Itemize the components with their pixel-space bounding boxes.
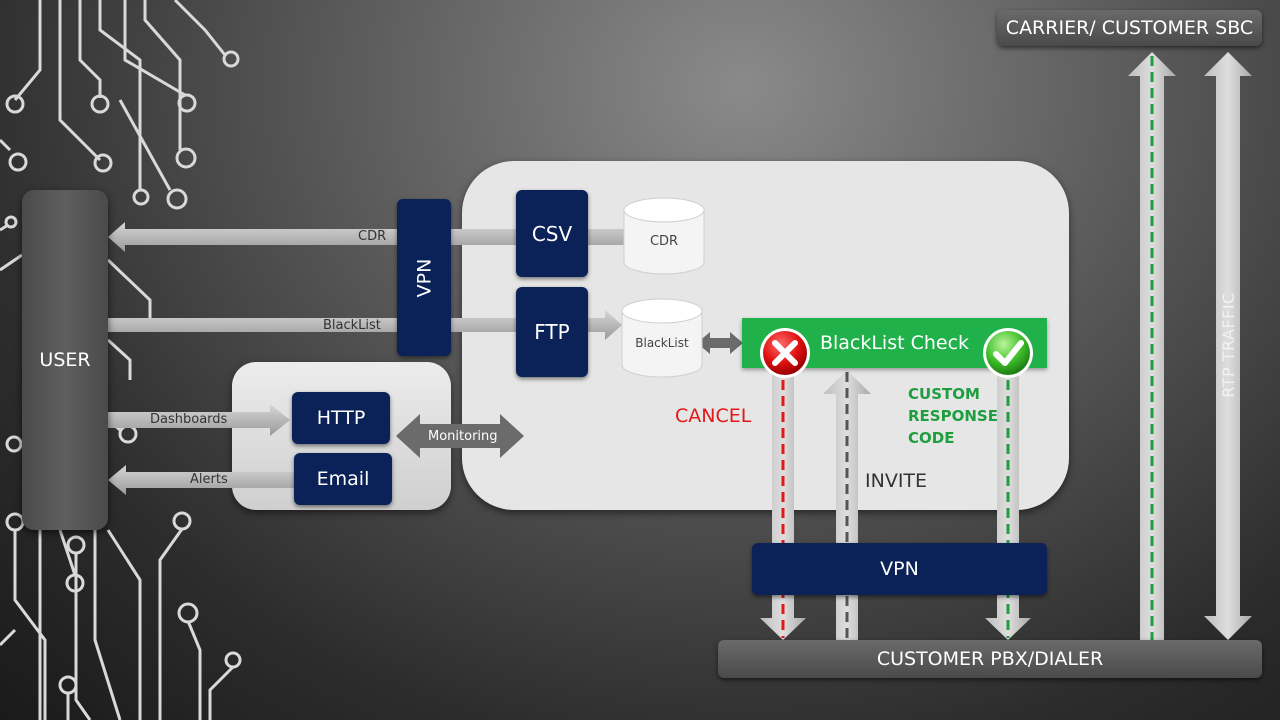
blacklist-database-icon [621,298,703,378]
alerts-arrow [108,465,295,495]
cdr-flow-label: CDR [358,229,387,244]
csv-node: CSV [516,190,588,277]
http-node: HTTP [292,392,390,444]
carrier-sbc-label: CARRIER/ CUSTOMER SBC [1005,17,1254,39]
http-label: HTTP [316,407,366,429]
user-node: USER [22,190,108,530]
email-label: Email [316,468,370,490]
dashboards-arrow [108,404,290,436]
monitoring-flow-label: Monitoring [428,429,498,444]
blacklist-database-label: BlackList [635,336,689,350]
green-check-icon [983,328,1033,378]
rtp-traffic-arrow [1204,52,1252,640]
alerts-flow-label: Alerts [190,472,228,487]
vpn-vertical-node: VPN [397,199,451,356]
vpn-bottom-node: VPN [752,543,1047,595]
rtp-traffic-label-wrap: RTP TRAFFIC [1218,292,1238,397]
ftp-node: FTP [516,287,588,377]
blacklist-check-label: BlackList Check [819,332,970,354]
customer-pbx-node: CUSTOMER PBX/DIALER [718,640,1262,678]
dashboards-flow-label: Dashboards [150,412,228,427]
vpn-bottom-label: VPN [880,558,919,580]
cdr-database-label: CDR [649,234,679,249]
circuit-decoration [0,0,242,720]
ftp-label: FTP [534,320,570,344]
blacklist-arrow [108,310,622,340]
csv-label: CSV [531,221,573,246]
email-node: Email [294,453,392,505]
cancel-arrow [760,368,806,640]
vpn-vertical-label: VPN [412,258,435,297]
rtp-traffic-label: RTP TRAFFIC [1218,292,1238,398]
blacklist-flow-label: BlackList [323,318,381,333]
cancel-label: CANCEL [675,405,752,427]
custom-response-code-label: CUSTOM RESPONSE CODE [908,385,998,447]
cdr-database-icon [623,197,705,275]
invite-label: INVITE [865,470,928,492]
monitoring-arrow [396,414,524,458]
cdr-arrow [108,222,625,252]
carrier-sbc-node: CARRIER/ CUSTOMER SBC [997,10,1262,46]
response-arrow [985,368,1031,640]
red-x-icon [760,328,810,378]
user-label: USER [39,349,91,371]
customer-pbx-label: CUSTOMER PBX/DIALER [876,648,1104,670]
blacklist-check-link-arrow [697,332,743,354]
